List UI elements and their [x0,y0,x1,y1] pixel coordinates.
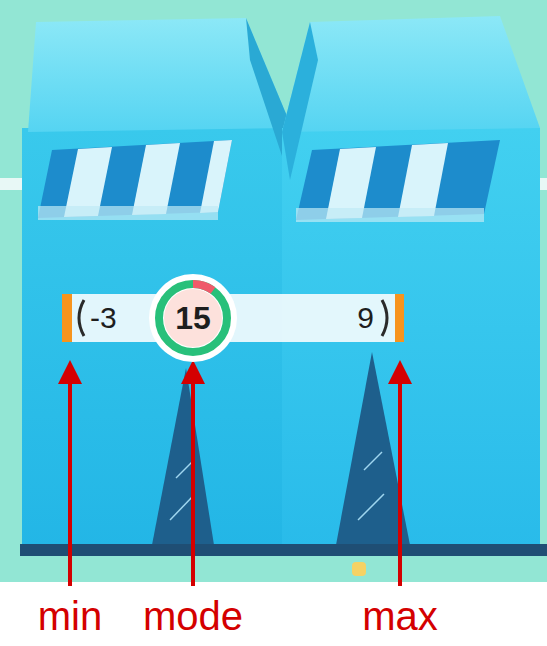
left-awning [38,140,232,220]
bar-value: 9 [357,301,374,335]
ground-base [20,544,547,556]
callout-label: min [38,596,102,636]
left-door [152,368,214,545]
right-awning [296,140,500,222]
right-roof [282,16,540,132]
bar-value: -3 [90,301,117,335]
background [0,0,547,582]
value-bar: -3 9 15 [62,292,404,344]
leader-arrows [58,360,412,586]
yellow-marker [352,562,366,576]
mode-ring: 15 [148,273,238,363]
callout-label: mode [143,596,243,636]
callout-label: max [362,596,438,636]
mode-value: 15 [175,300,211,337]
